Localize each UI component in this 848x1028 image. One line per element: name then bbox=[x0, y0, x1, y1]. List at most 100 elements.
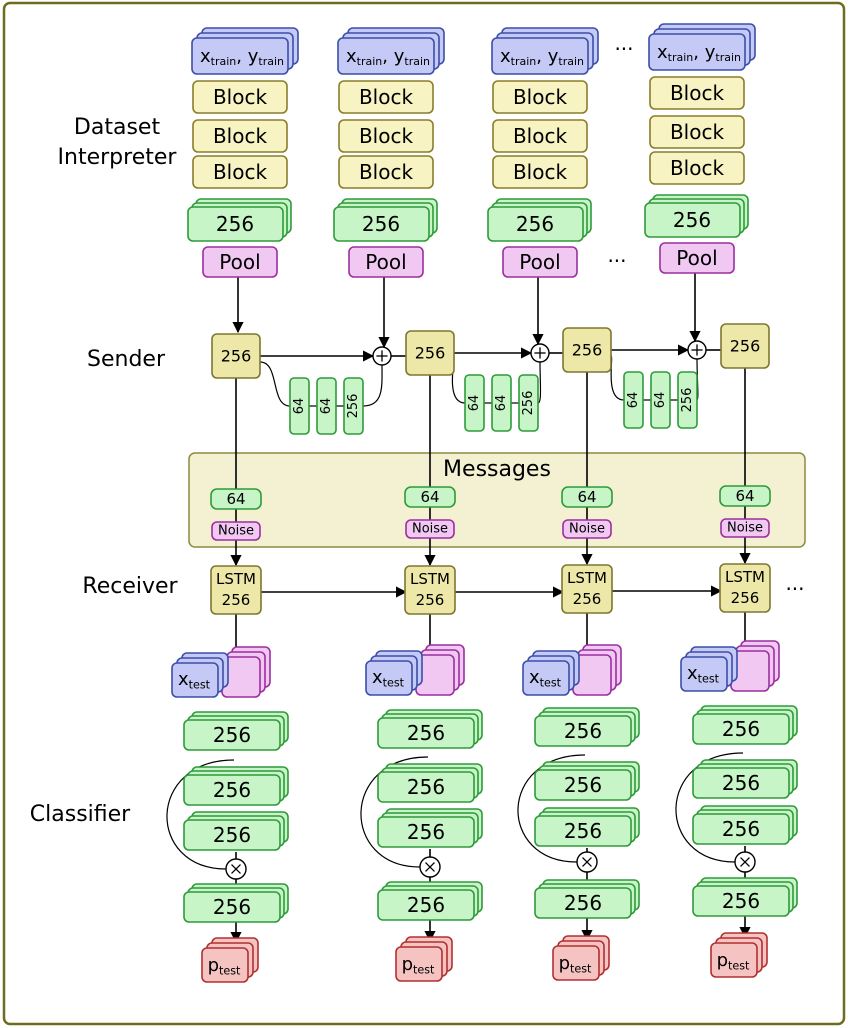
pool-2 bbox=[348, 246, 424, 278]
output-label-1: ptest bbox=[208, 955, 241, 977]
mlp-unit-label-2-3: 256 bbox=[521, 391, 536, 416]
mlp-unit-1-3 bbox=[343, 377, 364, 435]
mlp-branch-in-1 bbox=[259, 361, 291, 407]
residual-loop-3 bbox=[517, 754, 586, 863]
message-64-label-2: 64 bbox=[420, 488, 439, 506]
feature-256-label-4: 256 bbox=[673, 208, 711, 232]
classifier-label: Classifier bbox=[30, 802, 131, 827]
message-64-label-1: 64 bbox=[226, 490, 245, 508]
test-input-card-3 bbox=[522, 660, 570, 696]
train-input-card-3 bbox=[491, 37, 589, 75]
feature-256-4 bbox=[644, 202, 741, 238]
mlp-unit-2-3 bbox=[518, 374, 539, 432]
hidden-a-label-2: 256 bbox=[407, 721, 445, 745]
block-2-2 bbox=[338, 119, 434, 153]
noise-label-1: Noise bbox=[218, 524, 254, 539]
mlp-branch-out-2 bbox=[537, 361, 542, 404]
test-input-card-1 bbox=[171, 662, 219, 698]
mlp-unit-3-3 bbox=[677, 371, 698, 429]
lstm-label-bottom-2: 256 bbox=[416, 591, 445, 609]
messages-panel bbox=[188, 452, 806, 548]
hidden-c-label-2: 256 bbox=[407, 820, 445, 844]
multiply-node-4-stroke-b bbox=[740, 857, 750, 867]
lstm-label-bottom-3: 256 bbox=[573, 590, 602, 608]
sender-node-label-1: 256 bbox=[221, 347, 252, 366]
test-input-label-2: xtest bbox=[372, 667, 405, 689]
message-64-4 bbox=[719, 485, 771, 507]
lstm-4 bbox=[719, 563, 771, 613]
block-1-2 bbox=[192, 119, 288, 153]
residual-loop-2 bbox=[360, 756, 429, 868]
hidden-b-label-3: 256 bbox=[564, 773, 602, 797]
block-label-3-1: Block bbox=[513, 85, 568, 109]
mlp-unit-label-1-2: 64 bbox=[319, 398, 334, 415]
output-card-3 bbox=[552, 945, 600, 981]
hidden-c-2 bbox=[377, 816, 475, 848]
feature-256-label-3: 256 bbox=[516, 212, 554, 236]
hidden-b-1 bbox=[183, 774, 281, 806]
sender-node-label-3: 256 bbox=[572, 341, 603, 360]
hidden-b-2 bbox=[377, 771, 475, 803]
hidden-d-2 bbox=[377, 889, 475, 921]
multiply-node-1-stroke-b bbox=[231, 864, 241, 874]
lstm-label-top-1: LSTM bbox=[216, 570, 256, 588]
dataset-interpreter-label-line1: Dataset bbox=[74, 115, 161, 140]
block-2-3 bbox=[338, 155, 434, 189]
hidden-d-label-2: 256 bbox=[407, 893, 445, 917]
noise-1 bbox=[211, 521, 261, 541]
hidden-d-label-1: 256 bbox=[213, 895, 251, 919]
pool-label-4: Pool bbox=[676, 246, 717, 270]
mlp-unit-label-3-1: 64 bbox=[626, 392, 641, 409]
messages-title: Messages bbox=[443, 457, 551, 482]
lstm-label-top-4: LSTM bbox=[725, 568, 765, 586]
pool-3 bbox=[502, 246, 578, 278]
sender-label: Sender bbox=[87, 347, 166, 372]
hidden-c-label-4: 256 bbox=[722, 817, 760, 841]
block-label-1-3: Block bbox=[213, 160, 268, 184]
receiver-label: Receiver bbox=[82, 574, 178, 599]
mlp-unit-label-2-1: 64 bbox=[467, 395, 482, 412]
hidden-c-label-1: 256 bbox=[213, 823, 251, 847]
hidden-c-1 bbox=[183, 819, 281, 851]
residual-loop-4 bbox=[675, 752, 744, 863]
hidden-d-label-4: 256 bbox=[722, 889, 760, 913]
feature-256-label-2: 256 bbox=[362, 212, 400, 236]
hidden-b-3 bbox=[534, 769, 632, 801]
output-label-3: ptest bbox=[559, 953, 592, 975]
train-input-label-2: xtrain, ytrain bbox=[346, 46, 430, 68]
noise-label-2: Noise bbox=[412, 522, 448, 537]
mlp-branch-out-1 bbox=[362, 364, 383, 407]
feature-256-3 bbox=[487, 206, 584, 242]
sender-node-label-2: 256 bbox=[415, 344, 446, 363]
ellipsis-train-inputs: ... bbox=[614, 31, 633, 55]
hidden-c-3 bbox=[534, 815, 632, 847]
output-label-2: ptest bbox=[402, 954, 435, 976]
sender-node-2 bbox=[405, 330, 455, 376]
lstm-label-bottom-1: 256 bbox=[222, 591, 251, 609]
block-4-1 bbox=[649, 76, 745, 110]
hidden-b-label-1: 256 bbox=[213, 778, 251, 802]
mlp-unit-2-2 bbox=[491, 374, 512, 432]
hidden-a-3 bbox=[534, 715, 632, 747]
hidden-b-label-2: 256 bbox=[407, 775, 445, 799]
mlp-unit-label-3-3: 256 bbox=[680, 388, 695, 413]
hidden-a-1 bbox=[183, 719, 281, 751]
ellipsis-pool: ... bbox=[607, 243, 626, 267]
hidden-c-label-3: 256 bbox=[564, 819, 602, 843]
pool-1 bbox=[202, 246, 278, 278]
feature-256-label-1: 256 bbox=[216, 212, 254, 236]
test-input-label-4: xtest bbox=[687, 663, 720, 685]
hidden-d-label-3: 256 bbox=[564, 891, 602, 915]
block-2-1 bbox=[338, 80, 434, 114]
train-input-card-4 bbox=[648, 33, 746, 71]
mlp-unit-1-1 bbox=[289, 377, 310, 435]
mlp-unit-label-1-1: 64 bbox=[292, 398, 307, 415]
mlp-unit-3-1 bbox=[623, 371, 644, 429]
test-input-label-1: xtest bbox=[178, 669, 211, 691]
feature-256-2 bbox=[333, 206, 430, 242]
block-3-3 bbox=[492, 155, 588, 189]
noise-3 bbox=[562, 519, 612, 539]
noise-label-4: Noise bbox=[727, 521, 763, 536]
train-input-card-1 bbox=[191, 37, 289, 75]
